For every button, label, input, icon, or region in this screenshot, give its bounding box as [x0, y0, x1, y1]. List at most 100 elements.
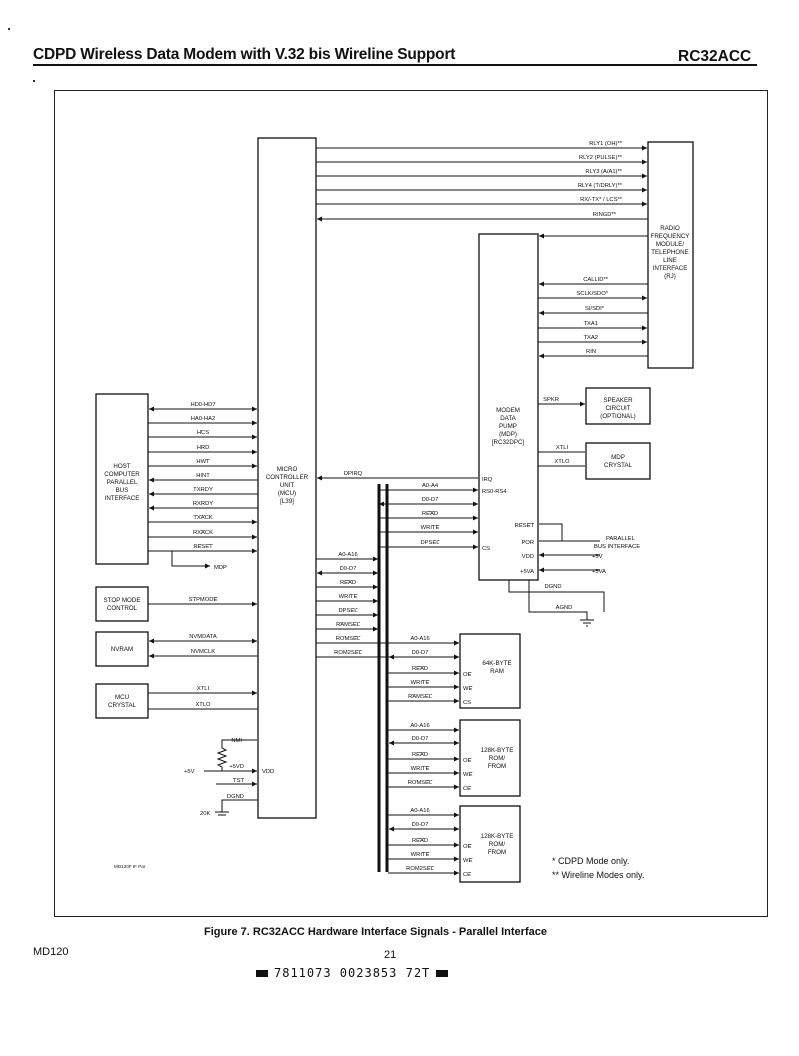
signal-write-ram: WRITE [411, 680, 430, 686]
signal-txa1: TXA1 [584, 321, 599, 327]
stop-mode-block [95, 586, 149, 622]
signal-sclk: SCLK/SDO* [576, 291, 608, 297]
ram-block [459, 633, 521, 709]
signal-d0d7-bus: D0-D7 [340, 566, 357, 572]
signal-txack: TXACK [193, 515, 212, 521]
signal-rin: RIN [586, 349, 596, 355]
barcode-block-right [436, 970, 449, 977]
signal-dpirq: DPIRQ [344, 471, 363, 477]
signal-read-mdp: READ [422, 511, 438, 517]
speaker-label-2: (OPTIONAL) [600, 413, 635, 420]
mdp-label-3: (MDP) [499, 431, 517, 438]
signal-ha: HA0-HA2 [191, 416, 215, 422]
rom1-label-1: ROM/ [489, 755, 505, 762]
mdp-label-1: DATA [500, 415, 516, 422]
signal-write-bus: WRITE [339, 594, 358, 600]
mcu-label-4: [L39] [280, 498, 294, 505]
signal-rom2sel-bus: ROM2SEL [334, 650, 362, 656]
footer-page-number: 21 [384, 949, 397, 961]
signal-a0a16-rom2: A0-A16 [410, 808, 429, 814]
page-header-part-number: RC32ACC [678, 48, 752, 65]
stop-label-0: STOP MODE [104, 597, 141, 604]
mcu-crystal-block [95, 683, 149, 719]
speaker-label-1: CIRCUIT [605, 405, 630, 412]
note-cdpd: * CDPD Mode only. [552, 856, 629, 866]
signal-rly2: RLY2 (PULSE)** [579, 155, 623, 161]
rfm-block [647, 141, 694, 369]
signal-hcs: HCS [197, 430, 209, 436]
signal-rxrdy: RXRDY [193, 501, 213, 507]
signal-callid: CALLID** [583, 277, 609, 283]
signal-agnd: AGND [556, 605, 573, 611]
signal-dpsel: DPSEL [420, 540, 440, 546]
signal-read-rom2: READ [412, 838, 428, 844]
signal-si: SI/SDI* [585, 306, 605, 312]
signal-hd: HD0-HD7 [190, 402, 215, 408]
signal-vdd-mcu: VDD [262, 769, 274, 775]
signal-stpmode: STPMODE [189, 597, 218, 603]
ram-label-0: 64K-BYTE [482, 660, 511, 667]
mdp-crystal-block [585, 442, 651, 480]
signal-reset-mdp: RESET [515, 523, 535, 529]
mcu-label-2: UNIT [280, 482, 295, 489]
host-label-4: INTERFACE [105, 495, 140, 502]
signal-rly3: RLY3 (A/A1)** [585, 169, 622, 175]
signal-plus5va-right: +5VA [592, 569, 606, 575]
host-label-2: PARALLEL [107, 479, 138, 486]
signal-rs: RS0-RS4 [482, 489, 507, 495]
rom2-label-0: 128K-BYTE [481, 833, 514, 840]
signal-nmi: NMI [231, 738, 242, 744]
signal-txrdy: TXRDY [193, 487, 213, 493]
rom2-block [459, 805, 521, 883]
signal-oe-ram: OE [463, 672, 472, 678]
footer-doc-id: MD120 [33, 946, 69, 958]
signal-rly1: RLY1 (OH)** [589, 141, 622, 147]
barcode-block-left [256, 970, 268, 977]
signal-plus5va-mdp: +5VA [520, 569, 534, 575]
signal-xtli: XTLI [197, 686, 210, 692]
speaker-label-0: SPEAKER [603, 397, 633, 404]
signal-read-rom1: READ [412, 752, 428, 758]
mdp-label-0: MODEM [496, 407, 520, 414]
signal-d0d7-rom2: D0-D7 [412, 822, 429, 828]
signal-dgnd-mcu: DGND [227, 794, 244, 800]
host-label-0: HOST [113, 463, 130, 470]
host-label-1: COMPUTER [104, 471, 140, 478]
signal-rxtx: RX/-TX* / LCS** [580, 197, 623, 203]
signal-oe-rom2: OE [463, 844, 472, 850]
signal-d0d7-rom1: D0-D7 [412, 736, 429, 742]
signal-a0a4: A0-A4 [422, 483, 439, 489]
signal-r20k: 20K [200, 811, 210, 817]
signal-rom2sel-rom2: ROM2SEL [406, 866, 434, 872]
rfm-label-0: RADIO [660, 225, 680, 232]
stop-label-1: CONTROL [107, 605, 138, 612]
mcu-label-1: CONTROLLER [266, 474, 309, 481]
rfm-label-6: (RJ) [664, 273, 676, 280]
rom2-label-2: FROM [488, 849, 506, 856]
drawing-id: MD120F IF Par [114, 864, 146, 869]
signal-hwt: HWT [196, 459, 210, 465]
mcu-block [257, 137, 317, 819]
signal-oe-rom1: OE [463, 758, 472, 764]
rfm-label-2: MODULE/ [656, 241, 684, 248]
signal-a0a16-ram: A0-A16 [410, 636, 429, 642]
signal-dpsel-bus: DPSEL [338, 608, 358, 614]
signal-nvmclk: NVMCLK [191, 649, 215, 655]
mcu-label-3: (MCU) [278, 490, 296, 497]
signal-d0d7-ram: D0-D7 [412, 650, 429, 656]
page-header-title: CDPD Wireless Data Modem with V.32 bis W… [33, 46, 456, 63]
signal-parallel-bus-1: BUS INTERFACE [594, 544, 640, 550]
scan-dot [33, 80, 35, 82]
signal-xtli-mdp: XTLI [556, 445, 569, 451]
signal-spkr: SPKR [543, 397, 559, 403]
signal-txa2: TXA2 [584, 335, 599, 341]
mdp-crystal-label-1: CRYSTAL [604, 462, 633, 469]
rfm-label-4: LINE [663, 257, 677, 264]
mdp-label-4: [RC32DPC] [492, 439, 525, 446]
signal-nvmdata: NVMDATA [189, 634, 217, 640]
signal-parallel-bus-0: PARALLEL [606, 536, 636, 542]
signal-ce-rom2: CE [463, 872, 471, 878]
signal-cs-mdp: CS [482, 546, 490, 552]
signal-write-rom1: WRITE [411, 766, 430, 772]
signal-reset: RESET [193, 544, 213, 550]
